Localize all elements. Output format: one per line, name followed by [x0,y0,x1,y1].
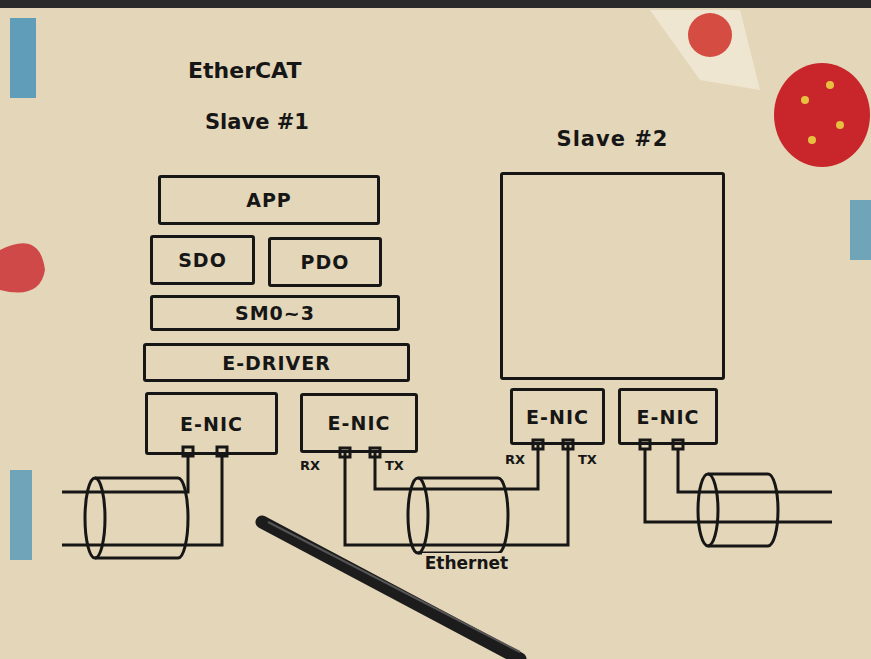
layer-box: SM0~3 [150,295,400,331]
layer-box: APP [158,175,380,225]
pen [262,522,520,659]
signal-name: TX [385,458,404,473]
napkin-corner [650,10,760,90]
napkin-print [10,470,32,560]
napkin-print [850,200,871,260]
photo-edge [0,0,871,8]
wire [645,449,832,522]
signal-name: RX [505,452,525,467]
layer-box: E-DRIVER [143,343,410,382]
signal-name: RX [300,458,320,473]
box-label: E-DRIVER [222,352,331,374]
box-label: E-NIC [180,413,243,435]
box-label: E-NIC [526,406,589,428]
napkin-print [688,13,732,57]
napkin-print [10,18,36,98]
box-label: E-NIC [637,406,700,428]
ethernet-link [345,445,568,545]
balloon-print [774,63,870,167]
box-label: APP [246,189,292,211]
balloon-dot [826,81,834,89]
layer-box: PDO [268,237,382,287]
wire [345,445,568,545]
device-heading: Slave #2 [503,127,722,151]
title: EtherCAT [188,58,301,83]
balloon-dot [836,121,844,129]
device-heading: Slave #1 [205,110,309,134]
cable [95,478,188,558]
balloon-dot [801,96,809,104]
device-box: Slave #2 [500,172,725,380]
napkin-print [0,243,45,292]
box-label: E-NIC [328,412,391,434]
wire [62,456,188,492]
layer-box: SDO [150,235,255,285]
cable-end [85,478,105,558]
signal-name: TX [578,452,597,467]
cable-end [698,474,718,546]
box-label: SDO [178,249,227,271]
link-label: Ethernet [422,553,512,573]
layer-box: E-NIC [618,388,718,445]
layer-box: E-NIC [510,388,605,445]
box-label: PDO [301,251,350,273]
layer-box: E-NIC [300,393,418,453]
layer-box: E-NIC [145,392,278,455]
balloon-dot [808,136,816,144]
pen-highlight [268,522,520,652]
box-label: SM0~3 [235,302,315,324]
